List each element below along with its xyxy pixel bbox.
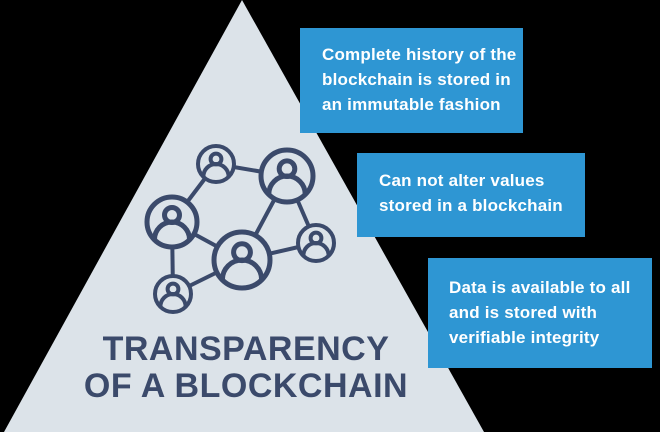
pyramid-title: TRANSPARENCY OF A BLOCKCHAIN [83, 330, 409, 405]
user-node-icon [211, 229, 273, 291]
user-node-icon [196, 144, 236, 184]
user-node-icon [144, 194, 200, 250]
user-node-icon [153, 274, 193, 314]
user-node-icon [258, 147, 316, 205]
callout-immutable-history: Complete history of the blockchain is st… [300, 28, 523, 133]
pyramid-triangle [4, 0, 484, 432]
callout-data-available: Data is available to all and is stored w… [428, 258, 652, 368]
network-users-icon [144, 144, 336, 314]
callout-cannot-alter-values: Can not alter values stored in a blockch… [357, 153, 585, 237]
user-node-icon [296, 223, 336, 263]
